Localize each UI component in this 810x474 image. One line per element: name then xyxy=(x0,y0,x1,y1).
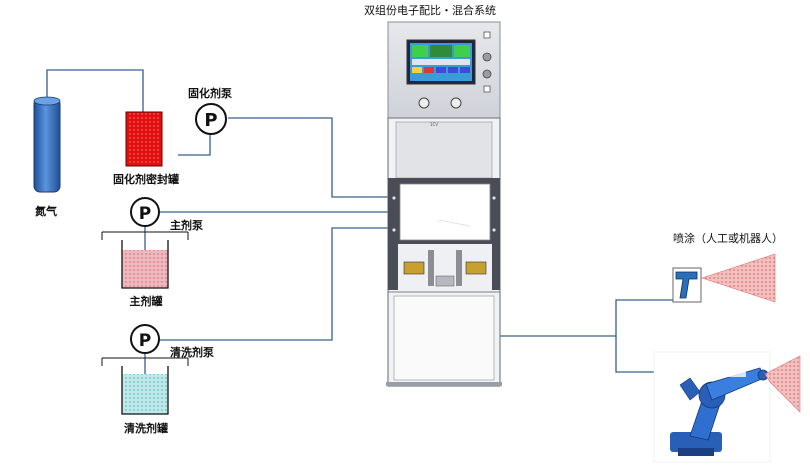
pump-icon xyxy=(130,324,160,354)
pipe-nitrogen xyxy=(46,69,144,112)
label-main-tank: 主剂罐 xyxy=(130,294,163,308)
label-cleaning-tank: 清洗剂罐 xyxy=(124,421,168,435)
pump-symbol: P xyxy=(204,110,217,131)
label-nitrogen: 氮气 xyxy=(35,204,57,218)
pump-icon xyxy=(130,197,160,227)
spray-gun-icon xyxy=(672,267,702,303)
spray-cone xyxy=(701,253,776,303)
pump-symbol: P xyxy=(139,204,151,224)
label-cleaning-pump: 清洗剂泵 xyxy=(170,345,214,359)
nitrogen-cylinder-icon xyxy=(33,96,61,193)
diagram-title: 双组份电子配比・混合系统 xyxy=(364,3,496,17)
pump-symbol: P xyxy=(139,331,151,351)
control-cabinet-icon: 1CV xyxy=(386,21,502,387)
label-curing-pump: 固化剂泵 xyxy=(188,86,232,100)
pipe-cleaning-out xyxy=(158,227,395,341)
main-tank xyxy=(101,231,189,289)
pump-icon xyxy=(195,103,227,135)
cleaning-tank xyxy=(101,357,189,415)
main-pump: P xyxy=(130,197,160,227)
robot-spray-cone xyxy=(764,355,801,413)
label-main-pump: 主剂泵 xyxy=(170,218,203,232)
pipe-curing-out xyxy=(228,117,395,198)
robot-arm-icon xyxy=(653,351,771,463)
label-spray: 喷涂（人工或机器人） xyxy=(673,231,783,245)
curing-pump: P xyxy=(195,103,227,135)
cabinet-tag: 1CV xyxy=(430,122,438,127)
cleaning-pump: P xyxy=(130,324,160,354)
curing-seal-tank xyxy=(125,111,163,167)
label-curing-seal-tank: 固化剂密封罐 xyxy=(113,172,179,186)
